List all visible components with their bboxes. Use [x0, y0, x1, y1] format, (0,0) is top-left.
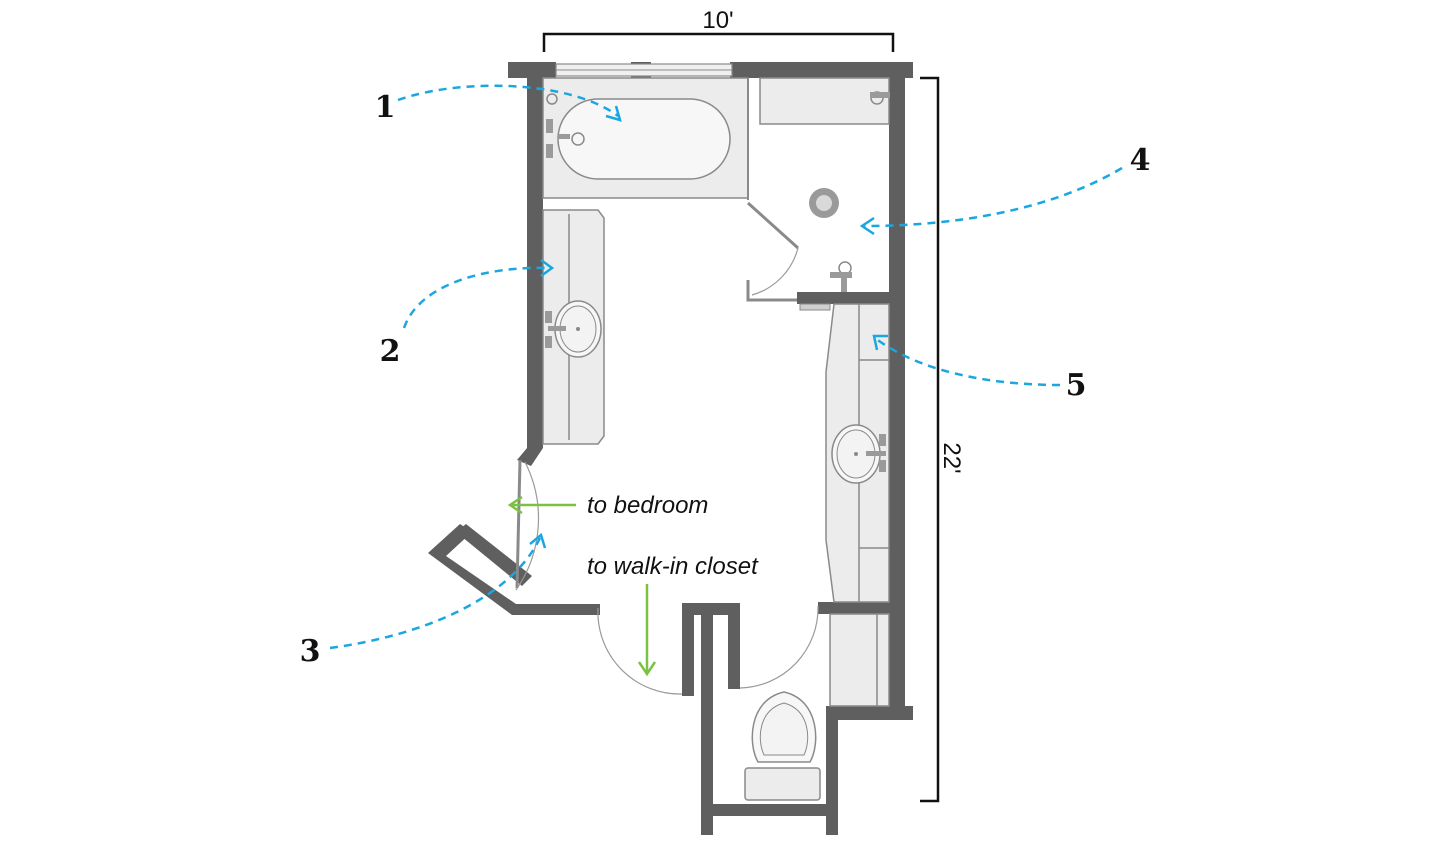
callout-4-number: 4: [1130, 143, 1151, 178]
toilet: [744, 691, 821, 801]
shower: [746, 77, 890, 311]
wc-door: [739, 605, 819, 689]
to-closet-note: to walk-in closet: [587, 553, 759, 677]
height-dimension-label: 22': [938, 442, 965, 473]
window: [555, 63, 733, 77]
callout-3: 3: [300, 532, 547, 669]
width-dimension: 10': [542, 7, 895, 52]
right-vanity: [825, 303, 890, 603]
width-dimension-label: 10': [702, 7, 733, 34]
callout-5-number: 5: [1066, 368, 1087, 403]
linen-cabinet: [829, 613, 890, 707]
to-bedroom-note: to bedroom: [507, 492, 708, 519]
left-vanity: [542, 209, 605, 445]
closet-door: [597, 607, 683, 695]
to-bedroom-label: to bedroom: [587, 492, 708, 519]
callout-5: 5: [872, 334, 1087, 403]
height-dimension: 22': [920, 76, 965, 803]
callout-2-number: 2: [380, 334, 401, 369]
bedroom-door: [515, 459, 540, 591]
callout-4: 4: [859, 143, 1151, 236]
callout-1: 1: [375, 84, 622, 125]
bathtub: [542, 77, 749, 199]
callout-3-number: 3: [300, 634, 321, 669]
walls: [428, 62, 913, 835]
to-closet-label: to walk-in closet: [587, 553, 759, 580]
callout-2: 2: [380, 258, 555, 369]
callout-1-number: 1: [375, 90, 396, 125]
